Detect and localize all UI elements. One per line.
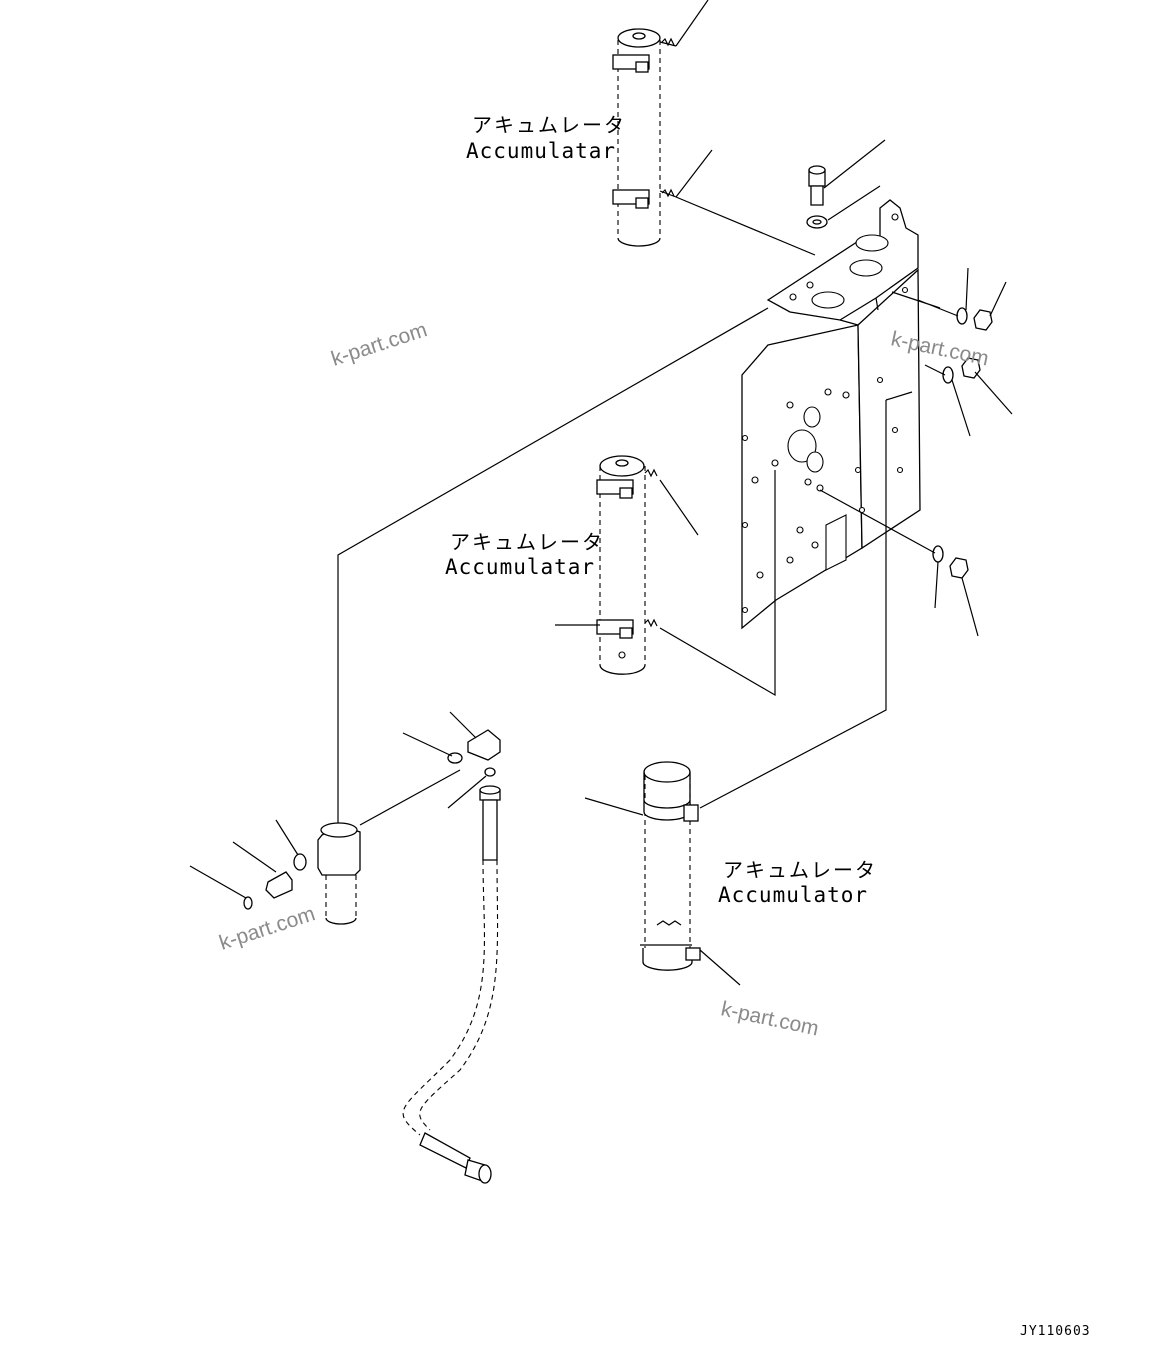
- filter-assembly: [189, 711, 501, 925]
- label-accumulator-middle-en: Accumulatar: [445, 555, 595, 579]
- label-accumulator-top-en: Accumulatar: [466, 139, 616, 163]
- watermark-4: k-part.com: [719, 997, 821, 1040]
- watermark-1: k-part.com: [328, 318, 429, 371]
- accumulator-middle: [555, 455, 699, 675]
- label-accumulator-bottom-en: Accumulator: [718, 883, 868, 907]
- leader-lines: [337, 196, 913, 845]
- accumulator-top: [612, 0, 713, 247]
- hose-assembly: [402, 785, 501, 1184]
- label-accumulator-middle-ja: アキュムレータ: [450, 530, 604, 554]
- drawing-code: JY110603: [1020, 1324, 1091, 1339]
- bolt-top: [806, 139, 886, 229]
- accumulator-bottom: [584, 761, 741, 986]
- mounting-bracket: [741, 199, 921, 630]
- watermark-3: k-part.com: [216, 902, 317, 955]
- label-accumulator-bottom-ja: アキュムレータ: [723, 858, 877, 882]
- label-accumulator-top-ja: アキュムレータ: [472, 113, 626, 137]
- nuts-right: [819, 267, 1013, 637]
